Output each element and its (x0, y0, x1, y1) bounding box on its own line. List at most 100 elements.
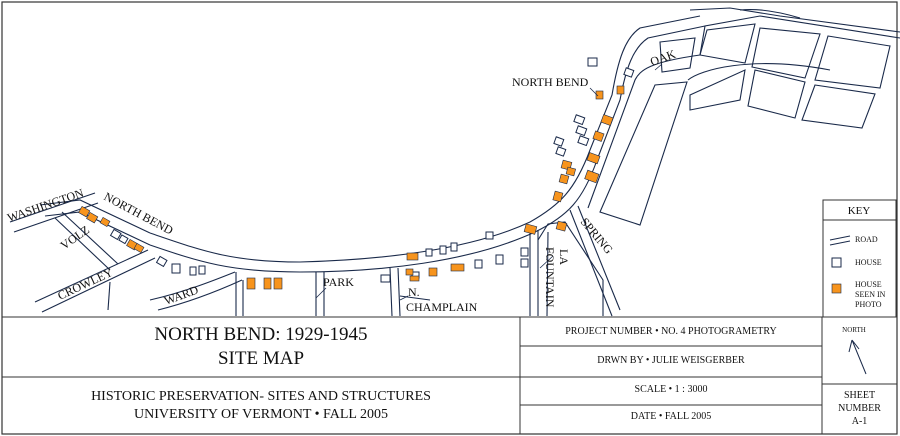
photo-house (428, 267, 438, 277)
road-washington-upper (9, 192, 96, 223)
north-arrow-icon (848, 339, 867, 375)
house (109, 228, 122, 241)
sheet-label-1: SHEET (843, 390, 876, 401)
house (425, 248, 433, 257)
house (587, 57, 598, 67)
title-block (2, 316, 897, 434)
block-3 (751, 27, 821, 79)
label-n-champlain-2: CHAMPLAIN (406, 300, 478, 314)
road-north-bend-main-upper (149, 15, 701, 263)
house (555, 146, 567, 157)
label-north-bend-west: NORTH BEND (102, 189, 176, 237)
key-photo-label-3: PHOTO (855, 300, 882, 309)
photo-house (273, 277, 283, 290)
label-north-bend-east: NORTH BEND (512, 75, 589, 89)
leader-oak (654, 63, 663, 71)
photo-house (600, 114, 614, 126)
photo-house (552, 190, 564, 203)
road-spring-b (577, 205, 621, 311)
project-number: PROJECT NUMBER • NO. 4 PHOTOGRAMETRY (565, 326, 777, 337)
road-east-grid-outline (699, 15, 900, 56)
road-east-block-b (587, 54, 701, 209)
road-volz-lower (61, 211, 119, 265)
map-subtitle-line2: UNIVERSITY OF VERMONT • FALL 2005 (134, 407, 388, 422)
house (198, 265, 206, 275)
road-north-bend-main-lower (149, 25, 706, 273)
north-label: NORTH (842, 326, 866, 334)
house (450, 242, 458, 252)
map-subtitle-line1: HISTORIC PRESERVATION- SITES AND STRUCTU… (91, 389, 431, 404)
photo-house (406, 252, 419, 261)
road-champlain-c (399, 295, 431, 301)
street-labels: WASHINGTON NORTH BEND VOLZ CROWLEY WARD … (5, 47, 677, 314)
photo-house (584, 169, 600, 184)
block-7 (687, 63, 831, 81)
photo-house (592, 130, 605, 142)
houses (109, 57, 635, 283)
east-grid-blocks (659, 23, 891, 129)
road-ward-a (149, 271, 236, 301)
photo-house (405, 268, 414, 276)
road-lafountain-d (546, 231, 549, 317)
photo-houses (78, 85, 625, 290)
block-8 (659, 37, 696, 73)
road-crowley-branch (107, 281, 111, 311)
label-crowley: CROWLEY (55, 265, 115, 303)
map-date: DATE • FALL 2005 (630, 411, 712, 422)
label-leaders (315, 63, 663, 301)
house (155, 255, 168, 268)
map-key: KEY ROAD HOUSE HOUSE SEEN IN PHOTO (822, 199, 897, 318)
label-oak: OAK (648, 47, 678, 69)
map-title-line1: NORTH BEND: 1929-1945 (154, 324, 368, 345)
photo-house (78, 205, 91, 218)
road-champlain-b (397, 267, 401, 317)
leader-northbend-east (589, 87, 599, 97)
leader-park (315, 287, 327, 299)
photo-house (616, 85, 625, 95)
key-house-label: HOUSE (855, 258, 882, 267)
block-6 (801, 84, 876, 129)
photo-house (246, 277, 256, 290)
house (623, 67, 635, 78)
key-title: KEY (848, 205, 871, 217)
photo-house (450, 263, 465, 272)
key-photo-house-icon (831, 283, 842, 294)
photo-house (558, 173, 570, 185)
road-crowley-upper (34, 249, 149, 303)
label-fountain: FOUNTAIN (543, 247, 557, 308)
roads (9, 7, 900, 317)
photo-house (263, 277, 272, 290)
photo-house (409, 275, 420, 282)
house (553, 136, 565, 147)
house (575, 125, 588, 137)
house (520, 247, 529, 257)
road-crowley-lower (41, 257, 156, 313)
label-la: LA (557, 249, 571, 265)
house (118, 234, 129, 245)
photo-house (523, 223, 538, 235)
house (439, 245, 447, 255)
label-washington: WASHINGTON (5, 186, 85, 225)
map-scale: SCALE • 1 : 3000 (634, 384, 708, 395)
house (380, 274, 391, 283)
house (495, 254, 504, 265)
label-ward: WARD (162, 282, 200, 307)
road-east-top2 (739, 8, 801, 19)
key-road-label: ROAD (855, 235, 878, 244)
sheet-label-2: NUMBER (838, 403, 881, 414)
block-4 (747, 69, 806, 119)
photo-house (565, 166, 577, 177)
photo-house (555, 220, 568, 232)
house (171, 263, 181, 274)
photo-house (586, 152, 601, 165)
house (474, 259, 483, 269)
leader-lafountain (539, 255, 554, 269)
house (520, 258, 529, 268)
leader-champlain (399, 295, 409, 301)
road-east-top (689, 7, 900, 33)
drawn-by: DRWN BY • JULIE WEISGERBER (597, 355, 745, 366)
north-arrow (848, 339, 867, 375)
map-title-line2: SITE MAP (217, 348, 305, 369)
